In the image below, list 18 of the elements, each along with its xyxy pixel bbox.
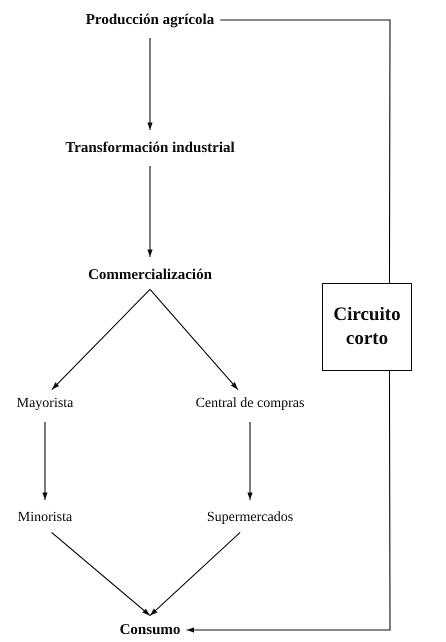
- stage-label: Transformación industrial: [59, 130, 241, 166]
- process-box: Circuito corto: [322, 283, 412, 371]
- stage-label: Producción agrícola: [80, 2, 220, 38]
- arrow: [150, 289, 238, 390]
- stage-label: Central de compras: [190, 386, 310, 422]
- stage-label: Mayorista: [10, 386, 80, 422]
- arrow: [51, 532, 150, 616]
- arrow: [42, 422, 48, 500]
- stage-label: Minorista: [12, 500, 78, 536]
- arrow: [147, 166, 153, 257]
- stage-label: Commercialización: [82, 257, 218, 293]
- arrow: [186, 371, 391, 633]
- arrow: [51, 289, 150, 390]
- arrow: [247, 422, 253, 500]
- arrow: [150, 532, 241, 616]
- arrow: [147, 38, 153, 130]
- stage-label: Supermercados: [200, 500, 300, 536]
- stage-label: Consumo: [114, 612, 186, 642]
